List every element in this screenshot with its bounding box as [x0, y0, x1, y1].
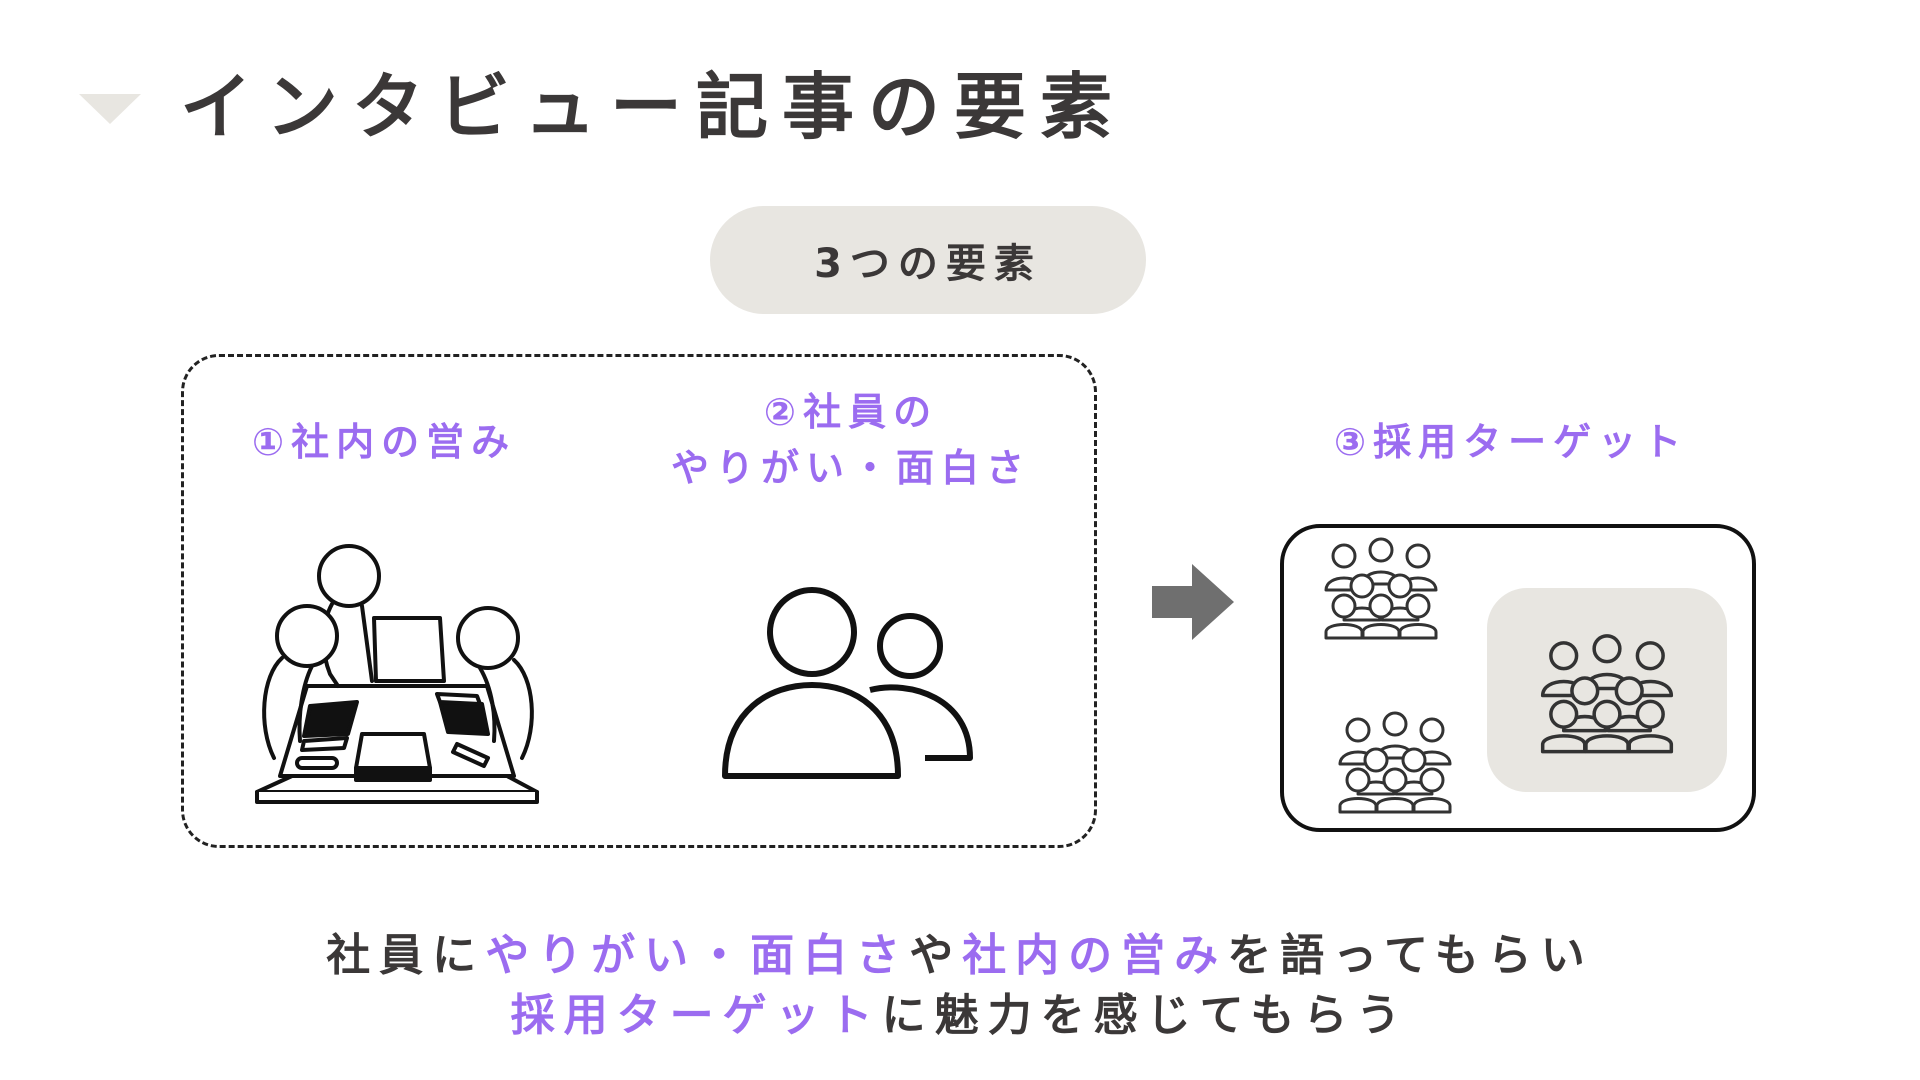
summary-text: 社員に — [326, 930, 485, 981]
people-icon — [720, 580, 980, 780]
crowd-icon — [1336, 708, 1454, 814]
element-2-label-line1: ②社員の — [636, 384, 1066, 440]
element-2-label: ②社員の やりがい・面白さ — [636, 384, 1066, 496]
elements-badge: 3つの要素 — [710, 206, 1146, 314]
triangle-down-icon — [79, 94, 141, 124]
summary-text: に魅力を感じてもらう — [882, 990, 1410, 1041]
summary-highlight: 社内の営み — [962, 930, 1227, 981]
target-crowd-icon — [1538, 630, 1676, 754]
crowd-icon — [1322, 534, 1440, 640]
elements-badge-label: 3つの要素 — [814, 231, 1042, 289]
summary-text: や — [909, 930, 962, 981]
summary-highlight: 採用ターゲット — [511, 990, 882, 1041]
summary-line-1: 社員にやりがい・面白さや社内の営みを語ってもらい — [0, 925, 1920, 987]
summary-highlight: やりがい・面白さ — [485, 930, 909, 981]
summary-text: を語ってもらい — [1227, 930, 1594, 981]
summary-line-2: 採用ターゲットに魅力を感じてもらう — [0, 985, 1920, 1047]
meeting-icon — [252, 536, 548, 808]
element-2-label-line2: やりがい・面白さ — [636, 440, 1066, 496]
page-title: インタビュー記事の要素 — [180, 62, 1126, 152]
element-1-label: ①社内の営み — [252, 414, 516, 470]
arrow-right-icon — [1152, 560, 1236, 644]
element-3-label: ③採用ターゲット — [1334, 414, 1688, 470]
